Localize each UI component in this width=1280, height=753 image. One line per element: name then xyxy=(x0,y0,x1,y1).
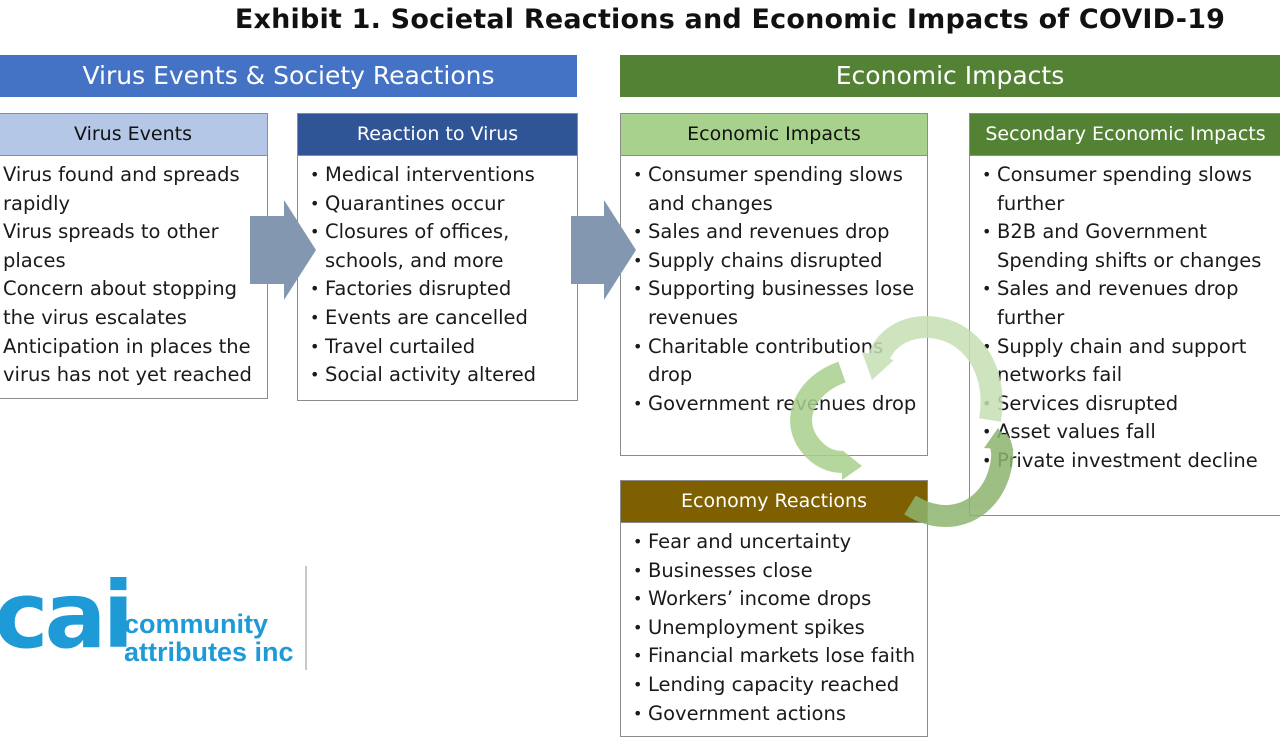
logo-text-line2: attributes inc xyxy=(124,637,294,667)
secondary-economic-impacts-box: Secondary Economic Impacts Consumer spen… xyxy=(969,113,1280,516)
list-item: Medical interventions xyxy=(304,161,571,190)
list-item: Charitable contributions drop xyxy=(627,333,921,390)
list-item: Events are cancelled xyxy=(304,304,571,333)
secondary-economic-impacts-list: Consumer spending slows further B2B and … xyxy=(970,156,1280,476)
list-item: Asset values fall xyxy=(976,418,1280,447)
list-item: Fear and uncertainty xyxy=(627,528,921,557)
reaction-to-virus-header: Reaction to Virus xyxy=(298,114,577,156)
list-item: Supporting businesses lose revenues xyxy=(627,275,921,332)
virus-events-box: Virus Events Virus found and spreads rap… xyxy=(0,113,268,399)
virus-events-list: Virus found and spreads rapidly Virus sp… xyxy=(0,156,267,390)
list-item: Quarantines occur xyxy=(304,190,571,219)
banner-virus-events-society-reactions: Virus Events & Society Reactions xyxy=(0,55,577,97)
list-item: Concern about stopping the virus escalat… xyxy=(3,277,237,329)
reaction-to-virus-box: Reaction to Virus Medical interventions … xyxy=(297,113,578,401)
list-item: Sales and revenues drop xyxy=(627,218,921,247)
economy-reactions-list: Fear and uncertainty Businesses close Wo… xyxy=(621,523,927,728)
list-item: Supply chain and support networks fail xyxy=(976,333,1280,390)
list-item: Virus spreads to other places xyxy=(3,220,219,272)
list-item: Government revenues drop xyxy=(627,390,921,419)
logo-divider xyxy=(305,566,307,670)
list-item: Closures of offices, schools, and more xyxy=(304,218,571,275)
list-item: Sales and revenues drop further xyxy=(976,275,1280,332)
list-item: Unemployment spikes xyxy=(627,614,921,643)
banner-economic-impacts: Economic Impacts xyxy=(620,55,1280,97)
cai-logo-mark: cai xyxy=(0,562,134,669)
list-item: Financial markets lose faith xyxy=(627,642,921,671)
diagram-title: Exhibit 1. Societal Reactions and Econom… xyxy=(234,4,1226,35)
secondary-economic-impacts-header: Secondary Economic Impacts xyxy=(970,114,1280,156)
economic-impacts-list: Consumer spending slows and changes Sale… xyxy=(621,156,927,418)
list-item: Anticipation in places the virus has not… xyxy=(3,334,252,387)
economic-impacts-header: Economic Impacts xyxy=(621,114,927,156)
economic-impacts-box: Economic Impacts Consumer spending slows… xyxy=(620,113,928,456)
economy-reactions-header: Economy Reactions xyxy=(621,481,927,523)
list-item: Businesses close xyxy=(627,557,921,586)
list-item: Factories disrupted xyxy=(304,275,571,304)
list-item: B2B and Government Spending shifts or ch… xyxy=(976,218,1280,275)
list-item: Workers’ income drops xyxy=(627,585,921,614)
list-item: Services disrupted xyxy=(976,390,1280,419)
virus-events-header: Virus Events xyxy=(0,114,267,156)
list-item: Travel curtailed xyxy=(304,333,571,362)
list-item: Lending capacity reached xyxy=(627,671,921,700)
list-item: Government actions xyxy=(627,700,921,729)
list-item: Supply chains disrupted xyxy=(627,247,921,276)
list-item: Private investment decline xyxy=(976,447,1280,476)
list-item: Virus found and spreads rapidly xyxy=(3,163,240,215)
reaction-to-virus-list: Medical interventions Quarantines occur … xyxy=(298,156,577,390)
logo-text-line1: community xyxy=(124,609,269,639)
list-item: Social activity altered xyxy=(304,361,571,390)
list-item: Consumer spending slows further xyxy=(976,161,1280,218)
list-item: Consumer spending slows and changes xyxy=(627,161,921,218)
economy-reactions-box: Economy Reactions Fear and uncertainty B… xyxy=(620,480,928,737)
